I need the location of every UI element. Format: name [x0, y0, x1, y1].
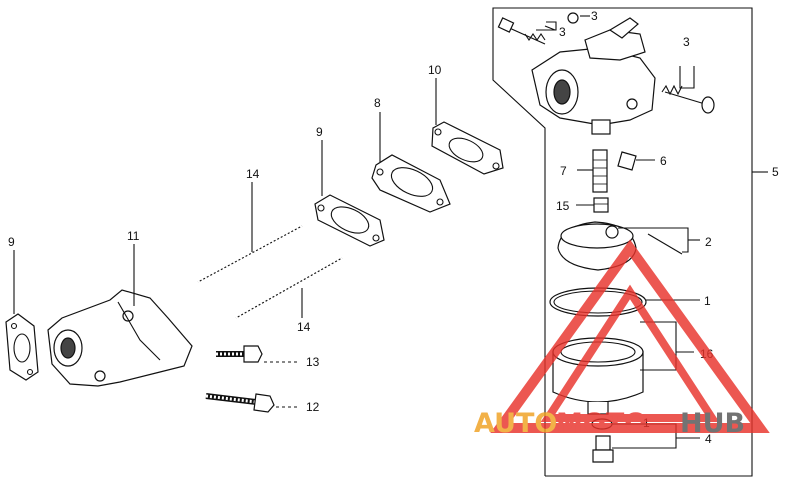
stud-bolt-upper	[197, 224, 303, 284]
carburetor-body	[531, 17, 656, 135]
bolt-13	[216, 345, 263, 363]
callout-c13: 13	[306, 355, 320, 369]
callout-c5: 5	[772, 165, 779, 179]
watermark-text-moto: MOTO	[556, 408, 647, 439]
callout-c3b: 3	[559, 25, 566, 39]
assembly-frame	[492, 7, 753, 477]
small-screw	[567, 12, 579, 24]
gasket-9	[314, 194, 385, 247]
slow-jet	[593, 197, 609, 213]
callout-c12: 12	[306, 400, 320, 414]
bolt-12	[205, 393, 275, 413]
callout-c1a: 1	[704, 294, 711, 308]
float-valve	[617, 151, 655, 171]
intake-manifold	[47, 289, 193, 387]
callout-c7: 7	[560, 164, 567, 178]
callout-c15: 15	[556, 199, 570, 213]
throttle-stop-screw	[661, 84, 715, 114]
stud-bolt-lower	[235, 256, 343, 320]
callout-c9b: 9	[8, 235, 15, 249]
callout-c3c: 3	[683, 35, 690, 49]
callout-c2: 2	[705, 235, 712, 249]
watermark-logo: AUTO MOTO HUB	[474, 239, 770, 439]
gasket-9-left	[5, 313, 39, 381]
callout-c3a: 3	[591, 9, 598, 23]
callout-c4: 4	[705, 432, 712, 446]
insulator-8	[371, 154, 451, 213]
pilot-screw-left	[497, 17, 546, 45]
watermark-text-hub: HUB	[680, 408, 745, 439]
callout-c14b: 14	[297, 320, 311, 334]
callout-c9a: 9	[316, 125, 323, 139]
callout-c14a: 14	[246, 167, 260, 181]
callout-c10: 10	[428, 63, 442, 77]
drain-bolt	[592, 435, 614, 463]
callout-c6: 6	[660, 154, 667, 168]
float	[557, 221, 683, 271]
main-jet	[592, 149, 608, 193]
gasket-10	[431, 121, 504, 175]
callout-c11: 11	[127, 229, 140, 243]
float-chamber	[552, 337, 644, 415]
watermark-text-auto: AUTO	[474, 408, 557, 439]
callout-c8: 8	[374, 96, 381, 110]
